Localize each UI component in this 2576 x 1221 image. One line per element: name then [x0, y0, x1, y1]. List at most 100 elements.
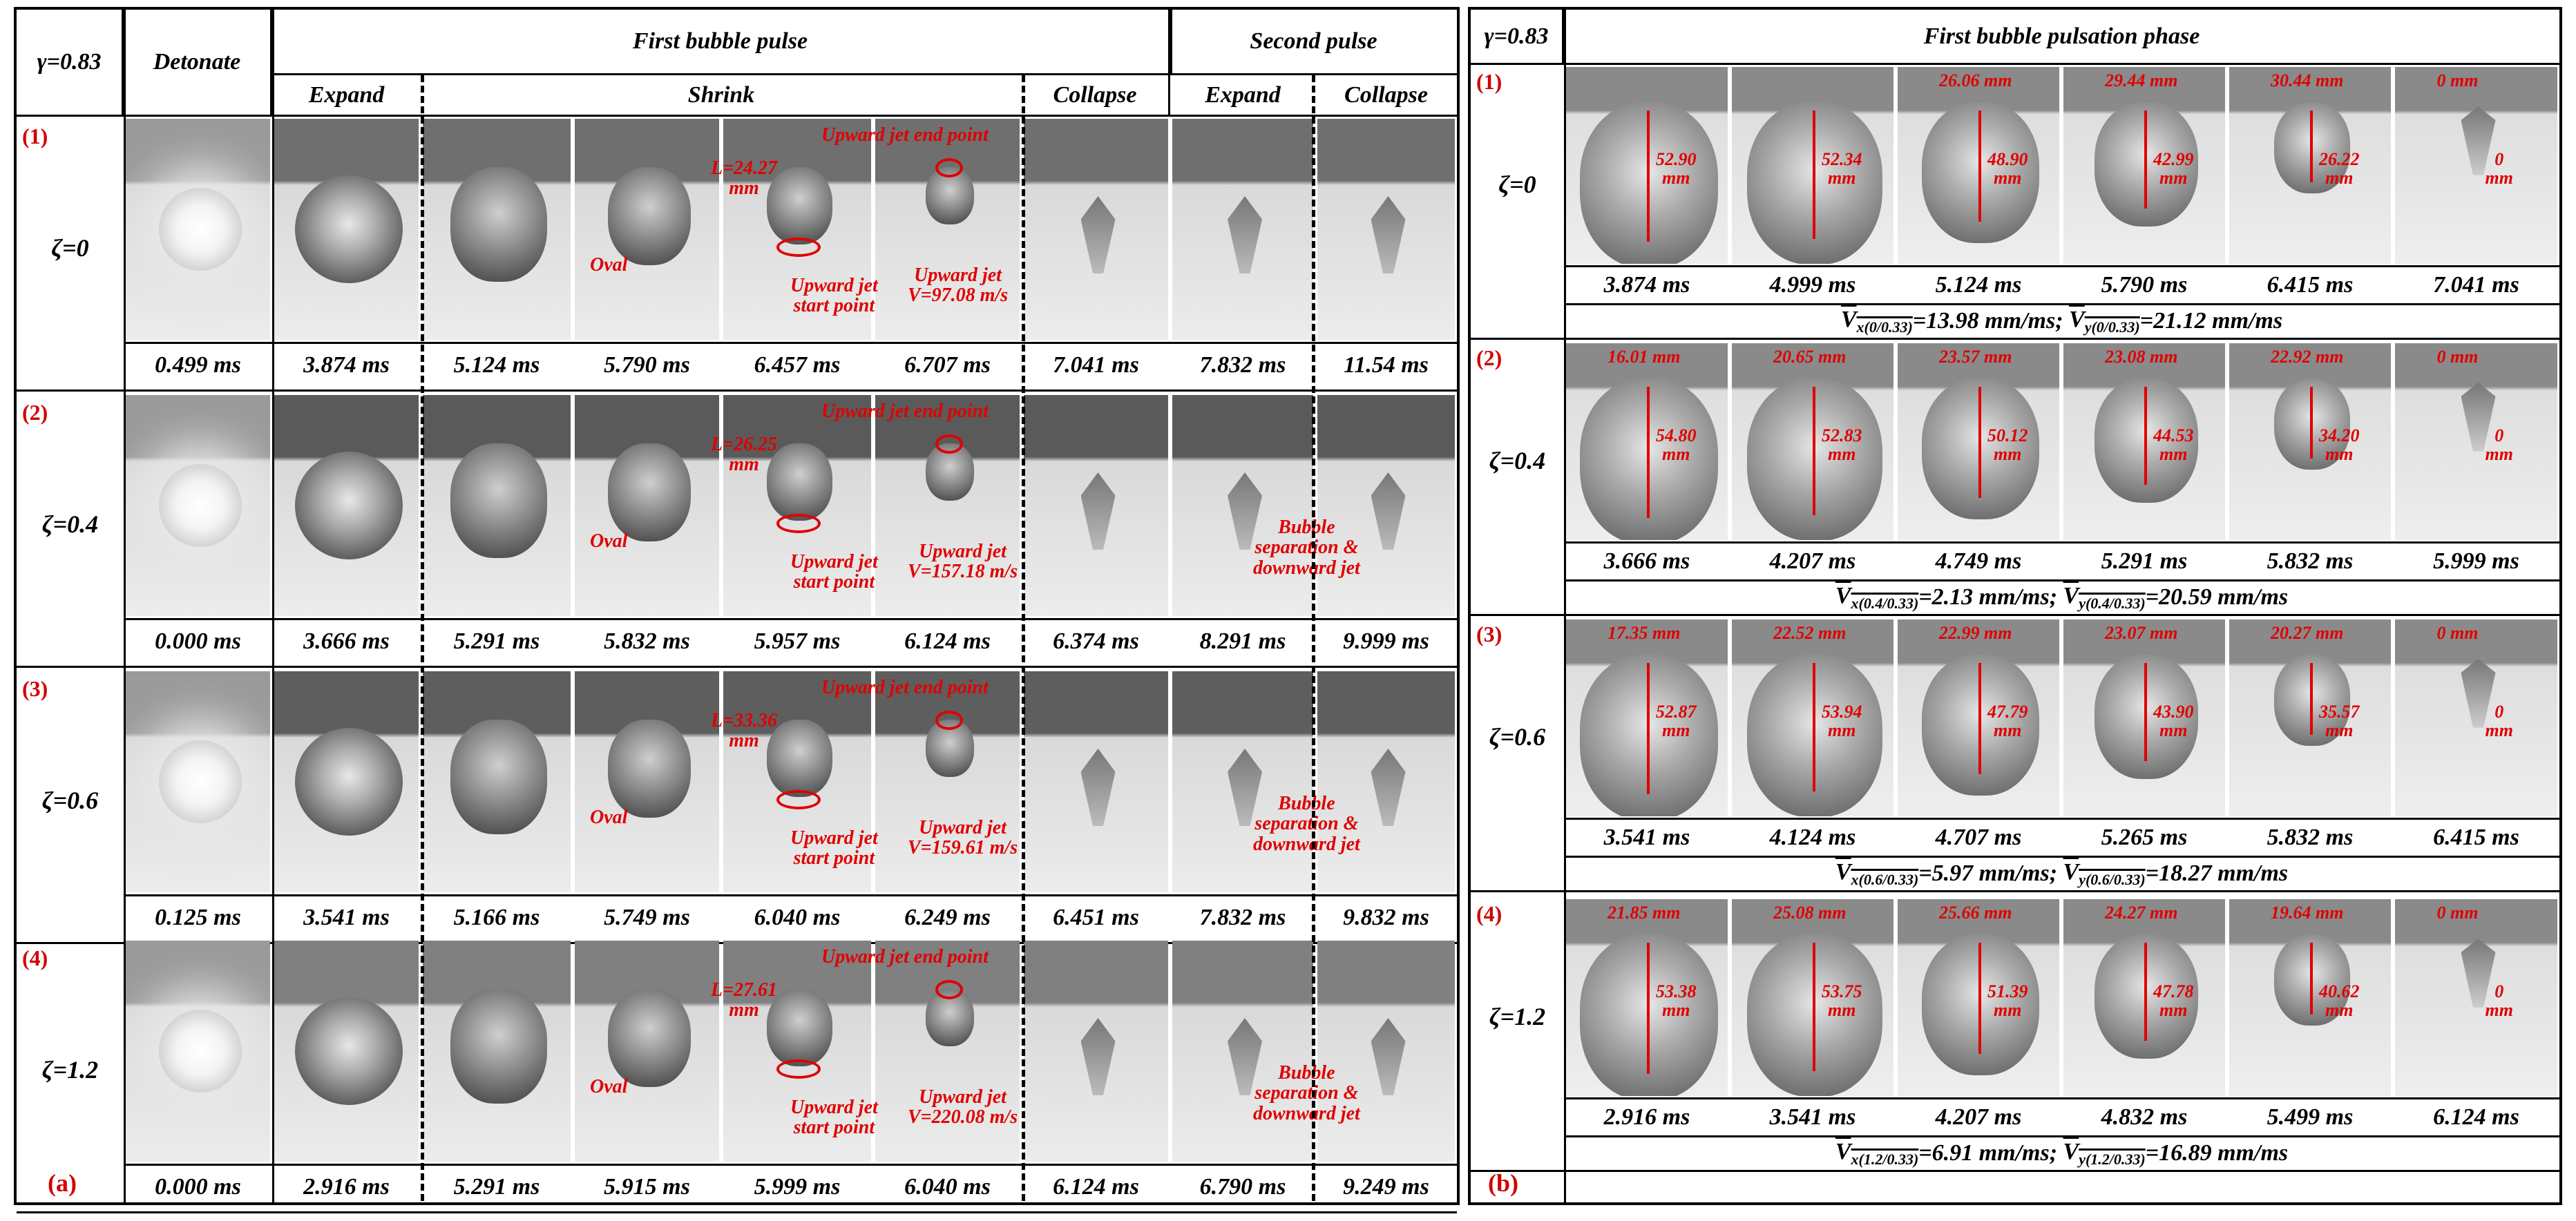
frame-time: 5.291 ms: [453, 1174, 540, 1200]
frame-time: 6.374 ms: [1053, 628, 1139, 654]
frame-time: 7.041 ms: [1053, 352, 1139, 378]
separation-line2: separation &: [1254, 537, 1359, 559]
divider: [272, 10, 274, 1202]
divider: [1471, 614, 2559, 616]
video-frame: [274, 119, 419, 340]
mean-velocity-row: Vx(1.2/0.33) =6.91 mm/ms; Vy(1.2/0.33) =…: [1564, 1137, 2559, 1170]
height-unit: mm: [2159, 720, 2188, 740]
jet-start-line1: Upward jet: [790, 827, 878, 849]
height-unit: mm: [2485, 720, 2513, 740]
height-unit: mm: [1828, 443, 1856, 464]
divider: [1471, 1170, 2559, 1172]
jet-start-line1: Upward jet: [790, 275, 878, 296]
frame-time: 5.832 ms: [604, 628, 690, 654]
frame-time: 4.832 ms: [2101, 1104, 2188, 1130]
frame-time: 5.999 ms: [754, 1174, 841, 1200]
frame-time: 4.749 ms: [1935, 548, 2022, 574]
height-value: 0: [2494, 425, 2504, 445]
row-number: (4): [22, 945, 48, 970]
height-value: 52.87: [1656, 701, 1697, 722]
vy-value: =16.89 mm/ms: [2145, 1140, 2289, 1166]
video-frame: [575, 941, 719, 1162]
height-unit: mm: [2325, 167, 2354, 188]
row-number: (2): [22, 400, 48, 425]
jet-start-marker: [776, 1059, 821, 1079]
divider: [1564, 10, 1566, 1202]
neck-width-label: 25.08 mm: [1773, 903, 1847, 923]
vy-symbol: Vy(1.2/0.33): [2063, 1138, 2146, 1168]
video-frame: [1024, 119, 1168, 340]
separation-line3: downward jet: [1253, 833, 1360, 855]
jet-end-marker: [935, 158, 963, 177]
frame-time: 5.915 ms: [604, 1174, 690, 1200]
height-value: 42.99: [2153, 148, 2194, 169]
divider: [1564, 265, 2559, 267]
row-number: (4): [1476, 901, 1502, 926]
height-value: 54.80: [1656, 425, 1697, 445]
video-frame: [1172, 671, 1313, 892]
frame-time: 5.291 ms: [2101, 548, 2188, 574]
height-value: 47.79: [1987, 701, 2028, 722]
height-unit: mm: [2325, 443, 2354, 464]
height-unit: mm: [2325, 720, 2354, 740]
oval-annotation: Oval: [590, 1076, 628, 1097]
frame-time: 5.749 ms: [604, 905, 690, 930]
video-frame: [723, 395, 871, 616]
height-value: 48.90: [1987, 148, 2028, 169]
height-value: 51.39: [1987, 981, 2028, 1001]
height-unit: mm: [2159, 999, 2188, 1020]
mean-velocity-row: Vx(0/0.33) =13.98 mm/ms; Vy(0/0.33) =21.…: [1564, 305, 2559, 338]
length-value: L=27.61: [711, 979, 778, 1001]
row-number: (3): [1476, 622, 1502, 646]
divider: [17, 666, 1457, 668]
vy-value: =20.59 mm/ms: [2145, 584, 2289, 610]
divider: [124, 894, 1457, 896]
dashed-separator: [1022, 75, 1025, 1201]
vy-subscript: y(1.2/0.33): [2079, 1150, 2146, 1168]
video-frame: [126, 395, 270, 616]
neck-width-label: 22.52 mm: [1773, 623, 1847, 643]
divider: [17, 390, 1457, 392]
frame-time: 5.832 ms: [2267, 825, 2354, 850]
frame-time: 5.790 ms: [604, 352, 690, 378]
zeta-label: ζ=0: [1498, 170, 1536, 198]
row-number: (1): [22, 124, 48, 148]
frame-time: 0.000 ms: [155, 628, 241, 654]
jet-end-marker: [935, 711, 963, 730]
height-unit: mm: [2485, 443, 2513, 464]
height-value: 0: [2494, 148, 2504, 169]
height-value: 50.12: [1987, 425, 2028, 445]
vy-value: =21.12 mm/ms: [2139, 308, 2283, 334]
frame-time: 2.916 ms: [1603, 1104, 1690, 1130]
video-frame: [875, 395, 1020, 616]
separation-line2: separation &: [1254, 1082, 1359, 1104]
video-frame: [423, 119, 571, 340]
video-frame: [723, 941, 871, 1162]
divider: [1564, 579, 2559, 581]
video-frame: [423, 941, 571, 1162]
video-frame: [274, 941, 419, 1162]
frame-time: 11.54 ms: [1344, 352, 1429, 378]
video-frame: [423, 395, 571, 616]
length-value: L=26.25: [711, 434, 778, 455]
frame-time: 6.451 ms: [1053, 905, 1139, 930]
gamma-label-b: γ=0.83: [1471, 10, 1564, 65]
neck-width-label: 30.44 mm: [2271, 70, 2344, 90]
